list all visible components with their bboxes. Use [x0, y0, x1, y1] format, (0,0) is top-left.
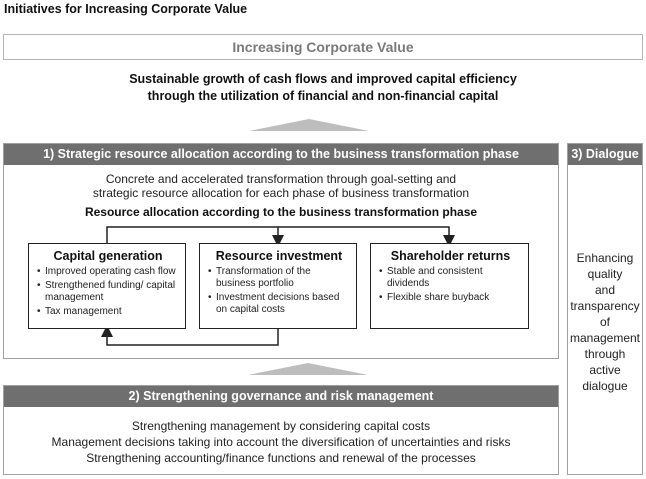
section1-header: 1) Strategic resource allocation accordi…: [4, 144, 558, 165]
section3-header: 3) Dialogue: [568, 144, 642, 165]
section3-body: Enhancing quality and transparency of ma…: [567, 250, 643, 394]
page-title: Initiatives for Increasing Corporate Val…: [4, 2, 248, 16]
section3-line: through: [584, 347, 626, 361]
card-resource-investment: Resource investment Transformation of th…: [199, 243, 357, 329]
section3-line: quality: [587, 267, 623, 281]
section1-desc-line-2: strategic resource allocation for each p…: [92, 186, 470, 200]
card-title: Shareholder returns: [390, 249, 511, 263]
top-description: Sustainable growth of cash flows and imp…: [0, 71, 646, 105]
up-arrow-middle-icon: [248, 363, 368, 375]
section3-line: and: [594, 283, 616, 297]
section3-line: active: [589, 363, 621, 377]
section3-line: dialogue: [582, 379, 628, 393]
section1-subheading: Resource allocation according to the bus…: [84, 205, 478, 219]
top-description-line-1: Sustainable growth of cash flows and imp…: [129, 72, 517, 86]
up-arrow-top-icon: [249, 119, 369, 131]
list-item: Investment decisions based on capital co…: [208, 292, 350, 316]
section2-line: Strengthening accounting/finance functio…: [86, 451, 476, 465]
section2-body: Strengthening management by considering …: [3, 418, 559, 466]
list-item: Strengthened funding/ capital management: [37, 280, 179, 304]
section-governance-risk-management: 2) Strengthening governance and risk man…: [3, 385, 559, 475]
section3-line: Enhancing: [576, 251, 634, 265]
increasing-corporate-value-box: Increasing Corporate Value: [3, 34, 643, 60]
card-title: Capital generation: [53, 249, 163, 263]
flow-arrow-investment-back-to-capital: [101, 325, 279, 346]
section3-line: of: [599, 315, 610, 329]
flow-arrow-capital-to-investment: [106, 226, 284, 247]
list-item: Tax management: [37, 306, 179, 318]
list-item: Flexible share buyback: [379, 292, 522, 304]
list-item: Stable and consistent dividends: [379, 266, 522, 290]
card-shareholder-returns: Shareholder returns Stable and consisten…: [370, 243, 529, 329]
section2-header: 2) Strengthening governance and risk man…: [4, 386, 558, 407]
section2-line: Strengthening management by considering …: [131, 419, 431, 433]
card-title: Resource investment: [215, 249, 343, 263]
section2-line: Management decisions taking into account…: [51, 435, 511, 449]
section1-description: Concrete and accelerated transformation …: [3, 172, 559, 200]
section3-line: transparency: [570, 299, 640, 313]
list-item: Transformation of the business portfolio: [208, 266, 350, 290]
top-description-line-2: through the utilization of financial and…: [147, 89, 499, 103]
section3-line: management: [569, 331, 641, 345]
section1-desc-line-1: Concrete and accelerated transformation …: [105, 172, 457, 186]
section-dialogue: 3) Dialogue: [567, 143, 643, 475]
top-box-label: Increasing Corporate Value: [232, 39, 414, 55]
card-capital-generation: Capital generation Improved operating ca…: [28, 243, 186, 329]
list-item: Improved operating cash flow: [37, 266, 179, 278]
flow-arrow-capital-to-returns: [278, 226, 455, 247]
